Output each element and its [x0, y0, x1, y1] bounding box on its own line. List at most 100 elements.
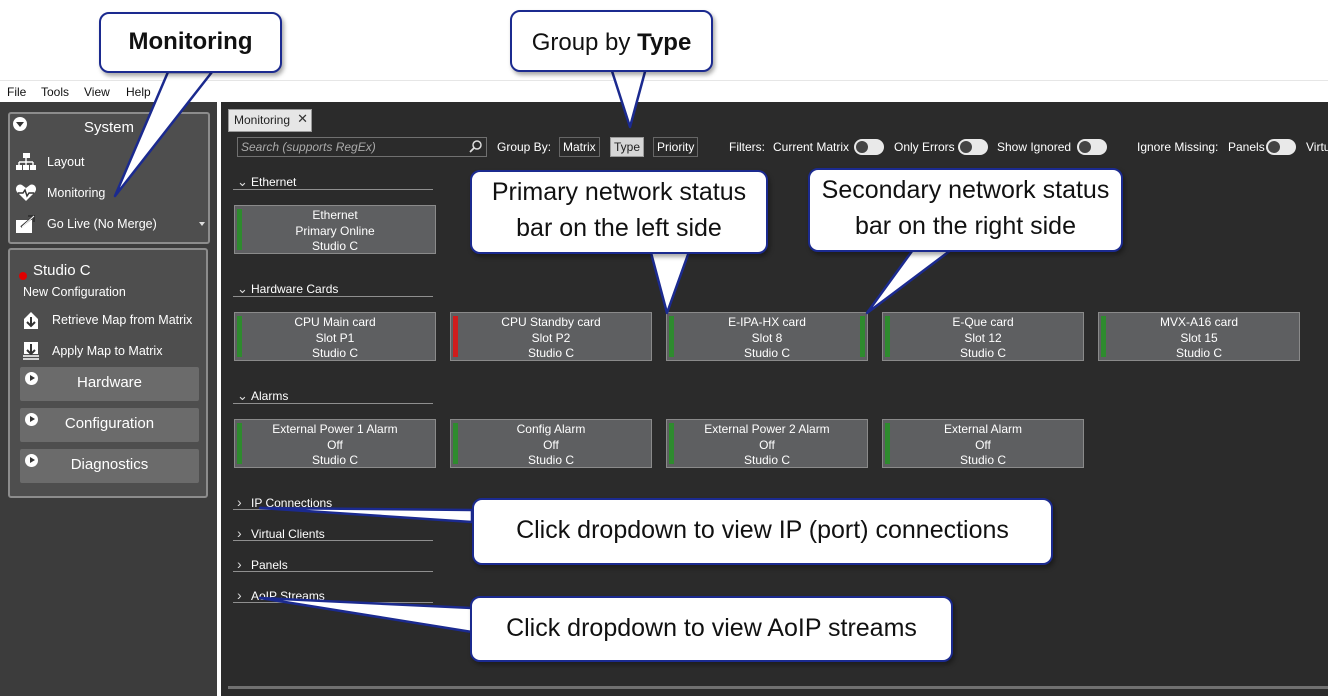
go-live-icon: [15, 214, 37, 234]
primary-status-bar: [669, 423, 674, 464]
ignore-virtual-label: Virtu: [1306, 140, 1328, 154]
callout-group-by-type: Group by Type: [510, 10, 713, 72]
filter-show-ignored-label: Show Ignored: [997, 140, 1072, 154]
monitoring-icon: [15, 183, 37, 203]
primary-status-bar: [453, 423, 458, 464]
group-header-hardware-cards[interactable]: ⌄Hardware Cards: [237, 281, 338, 297]
apply-map-icon: [20, 341, 42, 361]
tab-label: Monitoring: [234, 113, 291, 127]
card-title: E-IPA-HX card: [728, 315, 806, 329]
ignore-missing-label: Ignore Missing:: [1137, 140, 1219, 154]
menu-tools[interactable]: Tools: [41, 85, 70, 99]
card-title: CPU Main card: [294, 315, 376, 329]
card-title: MVX-A16 card: [1159, 315, 1239, 329]
menu-help[interactable]: Help: [126, 85, 151, 99]
configuration-section-button[interactable]: Configuration: [20, 408, 199, 442]
sidebar-item-label: Apply Map to Matrix: [52, 344, 163, 358]
sidebar: System Layout Monitoring Go Live (No Mer…: [0, 102, 217, 696]
group-by-matrix-button[interactable]: Matrix: [559, 137, 600, 157]
chevron-right-icon[interactable]: ›: [237, 525, 242, 541]
callout-text-prefix: Group by: [531, 29, 638, 56]
card-status: Slot 12: [964, 331, 1002, 345]
ignore-panels-toggle[interactable]: [1266, 139, 1296, 155]
dropdown-arrow-icon[interactable]: [199, 222, 205, 226]
group-by-type-button[interactable]: Type: [610, 137, 645, 157]
menu-view[interactable]: View: [84, 85, 110, 99]
callout-secondary-status: Secondary network status bar on the righ…: [808, 168, 1123, 252]
card-location: Studio C: [743, 346, 791, 360]
group-header-ethernet[interactable]: ⌄Ethernet: [237, 174, 296, 190]
sidebar-item-layout[interactable]: Layout: [15, 152, 85, 172]
search-input[interactable]: Search (supports RegEx): [237, 137, 487, 157]
card-title: External Alarm: [943, 422, 1023, 436]
system-title: System: [84, 119, 135, 136]
card-location: Studio C: [311, 239, 359, 253]
callout-text: Group by Type: [512, 29, 711, 57]
splitter[interactable]: [217, 102, 221, 696]
studio-panel: Studio C New Configuration Retrieve Map …: [8, 248, 208, 498]
menu-file[interactable]: File: [7, 85, 27, 99]
collapse-icon[interactable]: [13, 117, 27, 131]
card-status: Slot 15: [1180, 331, 1218, 345]
card-title: External Power 2 Alarm: [704, 422, 830, 436]
sidebar-item-go-live[interactable]: Go Live (No Merge): [15, 214, 205, 234]
tab-monitoring[interactable]: Monitoring ✕: [228, 109, 312, 132]
retrieve-map-button[interactable]: Retrieve Map from Matrix: [20, 310, 192, 330]
system-panel: System Layout Monitoring Go Live (No Mer…: [8, 112, 210, 244]
hardware-section-button[interactable]: Hardware: [20, 367, 199, 401]
ignore-panels-label: Panels: [1228, 140, 1265, 154]
card-status: Slot 8: [751, 331, 783, 345]
chevron-down-icon[interactable]: ⌄: [237, 388, 248, 403]
card-status: Off: [975, 438, 991, 452]
sidebar-item-monitoring[interactable]: Monitoring: [15, 183, 105, 203]
card-location: Studio C: [527, 453, 575, 467]
group-header-ip-connections[interactable]: ›IP Connections: [237, 494, 332, 510]
chevron-right-icon[interactable]: ›: [237, 587, 242, 603]
diagnostics-section-button[interactable]: Diagnostics: [20, 449, 199, 483]
close-icon[interactable]: ✕: [297, 111, 308, 126]
card-status: Off: [543, 438, 559, 452]
search-icon[interactable]: [469, 139, 483, 156]
horizontal-scrollbar[interactable]: [228, 686, 1328, 689]
primary-status-bar: [237, 423, 242, 464]
card-title: Config Alarm: [516, 422, 586, 436]
primary-pointer: [648, 247, 692, 315]
group-divider: [233, 540, 433, 541]
studio-name: Studio C: [33, 262, 91, 279]
filter-only-errors-toggle[interactable]: [958, 139, 988, 155]
group-by-priority-button[interactable]: Priority: [653, 137, 699, 157]
callout-text: Secondary network status: [821, 176, 1110, 204]
sidebar-item-label: Go Live (No Merge): [47, 217, 157, 231]
filter-only-errors-label: Only Errors: [894, 140, 955, 154]
callout-text: Click dropdown to view AoIP streams: [506, 614, 917, 642]
chevron-down-icon[interactable]: ⌄: [237, 281, 248, 296]
callout-text-bold: Type: [637, 29, 692, 56]
chevron-down-icon[interactable]: ⌄: [237, 174, 248, 189]
card-location: Studio C: [311, 453, 359, 467]
aoip-pointer: [258, 596, 474, 634]
chevron-right-icon[interactable]: ›: [237, 494, 242, 510]
group-header-virtual-clients[interactable]: ›Virtual Clients: [237, 525, 325, 541]
card-location: Studio C: [1175, 346, 1223, 360]
filter-show-ignored-toggle[interactable]: [1077, 139, 1107, 155]
section-label: Hardware: [76, 374, 143, 391]
group-header-alarms[interactable]: ⌄Alarms: [237, 388, 288, 404]
group-header-panels[interactable]: ›Panels: [237, 556, 288, 572]
group-divider: [233, 189, 433, 190]
card-title: E-Que card: [952, 315, 1014, 329]
apply-map-button[interactable]: Apply Map to Matrix: [20, 341, 162, 361]
chevron-right-icon[interactable]: ›: [237, 556, 242, 572]
group-divider: [233, 571, 433, 572]
filter-current-matrix-toggle[interactable]: [854, 139, 884, 155]
group-by-label: Group By:: [497, 140, 552, 154]
